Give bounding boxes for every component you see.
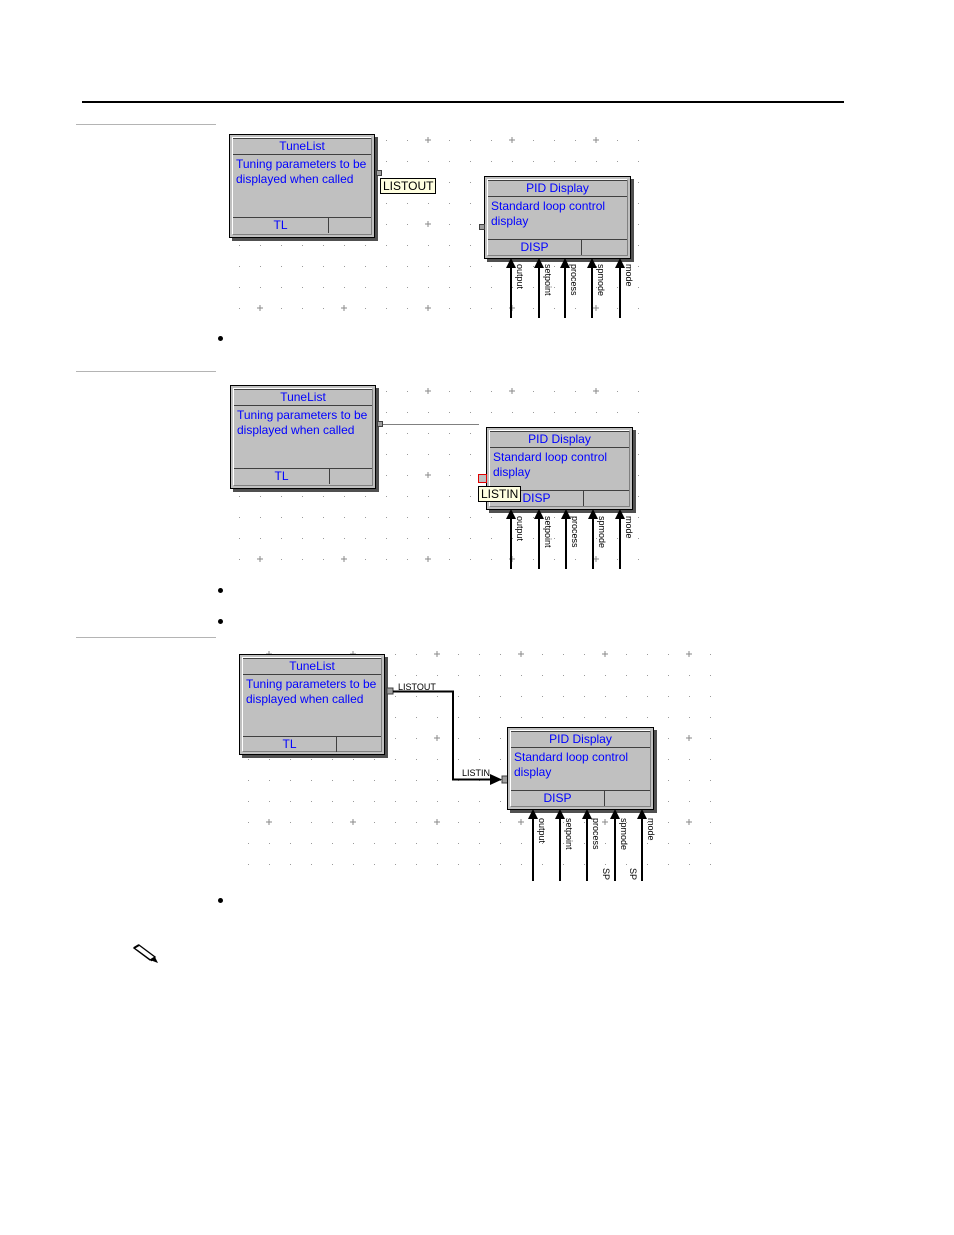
block-title: PID Display: [490, 432, 629, 448]
block-title: PID Display: [511, 732, 650, 748]
listout-port[interactable]: [376, 170, 382, 176]
block-description: Standard loop control display: [514, 750, 629, 779]
pin-label-mode: mode: [624, 516, 634, 539]
block-footer-label: DISP: [520, 240, 549, 254]
section-separator: [76, 371, 216, 372]
pin-label-setpoint: setpoint: [564, 818, 574, 850]
pin-label-process: process: [591, 818, 601, 850]
listout-listin-connection[interactable]: [386, 684, 516, 788]
pid-display-block[interactable]: PID Display Standard loop control displa…: [484, 176, 631, 259]
block-footer-label: DISP: [543, 791, 572, 805]
listin-port-highlighted[interactable]: [478, 474, 487, 483]
pin-label-spmode: spmode: [596, 264, 606, 297]
listin-tooltip: LISTIN: [478, 486, 522, 502]
pin-label-output: output: [515, 264, 525, 290]
block-footer-label: TL: [282, 737, 297, 751]
listin-port[interactable]: [479, 224, 485, 230]
tunelist-block[interactable]: TuneList Tuning parameters to be display…: [230, 385, 376, 489]
block-footer-label: DISP: [522, 491, 551, 505]
block-title: TuneList: [234, 390, 372, 406]
block-description: Tuning parameters to be displayed when c…: [237, 408, 368, 437]
pin-label-output: output: [537, 818, 547, 844]
tunelist-block[interactable]: TuneList Tuning parameters to be display…: [229, 134, 375, 238]
pin-tail-label: SP: [628, 868, 638, 881]
block-title: TuneList: [233, 139, 371, 155]
pin-label-process: process: [569, 264, 579, 296]
block-footer-label: TL: [273, 218, 288, 232]
pin-label-process: process: [570, 516, 580, 548]
pin-label-mode: mode: [624, 264, 634, 287]
pencil-icon: [132, 944, 158, 963]
input-pins: [528, 809, 647, 881]
bullet: [218, 898, 223, 903]
block-description: Tuning parameters to be displayed when c…: [236, 157, 367, 186]
section-separator: [76, 637, 216, 638]
listout-tooltip: LISTOUT: [380, 178, 437, 194]
pin-tail-label: SP: [601, 868, 611, 881]
header-rule: [82, 101, 844, 103]
bullet: [218, 619, 223, 624]
pin-label-spmode: spmode: [597, 516, 607, 549]
pin-label-setpoint: setpoint: [543, 516, 553, 548]
block-description: Standard loop control display: [491, 199, 606, 228]
pin-label-output: output: [515, 516, 525, 542]
block-description: Tuning parameters to be displayed when c…: [246, 677, 377, 706]
bullet: [218, 588, 223, 593]
bullet: [218, 336, 223, 341]
listout-label: LISTOUT: [398, 682, 436, 692]
pin-label-spmode: spmode: [619, 818, 629, 851]
input-pins: [506, 258, 625, 318]
rubber-band-wire: [383, 424, 479, 425]
pin-label-mode: mode: [646, 818, 656, 841]
listout-port[interactable]: [377, 421, 383, 427]
listin-label: LISTIN: [462, 768, 491, 778]
block-description: Standard loop control display: [493, 450, 608, 479]
pid-display-block[interactable]: PID Display Standard loop control displa…: [507, 727, 654, 810]
input-pins: [506, 509, 625, 569]
block-title: TuneList: [243, 659, 381, 675]
block-footer-label: TL: [274, 469, 289, 483]
section-separator: [76, 124, 216, 125]
pin-label-setpoint: setpoint: [543, 264, 553, 296]
tunelist-block[interactable]: TuneList Tuning parameters to be display…: [239, 654, 385, 755]
block-title: PID Display: [488, 181, 627, 197]
